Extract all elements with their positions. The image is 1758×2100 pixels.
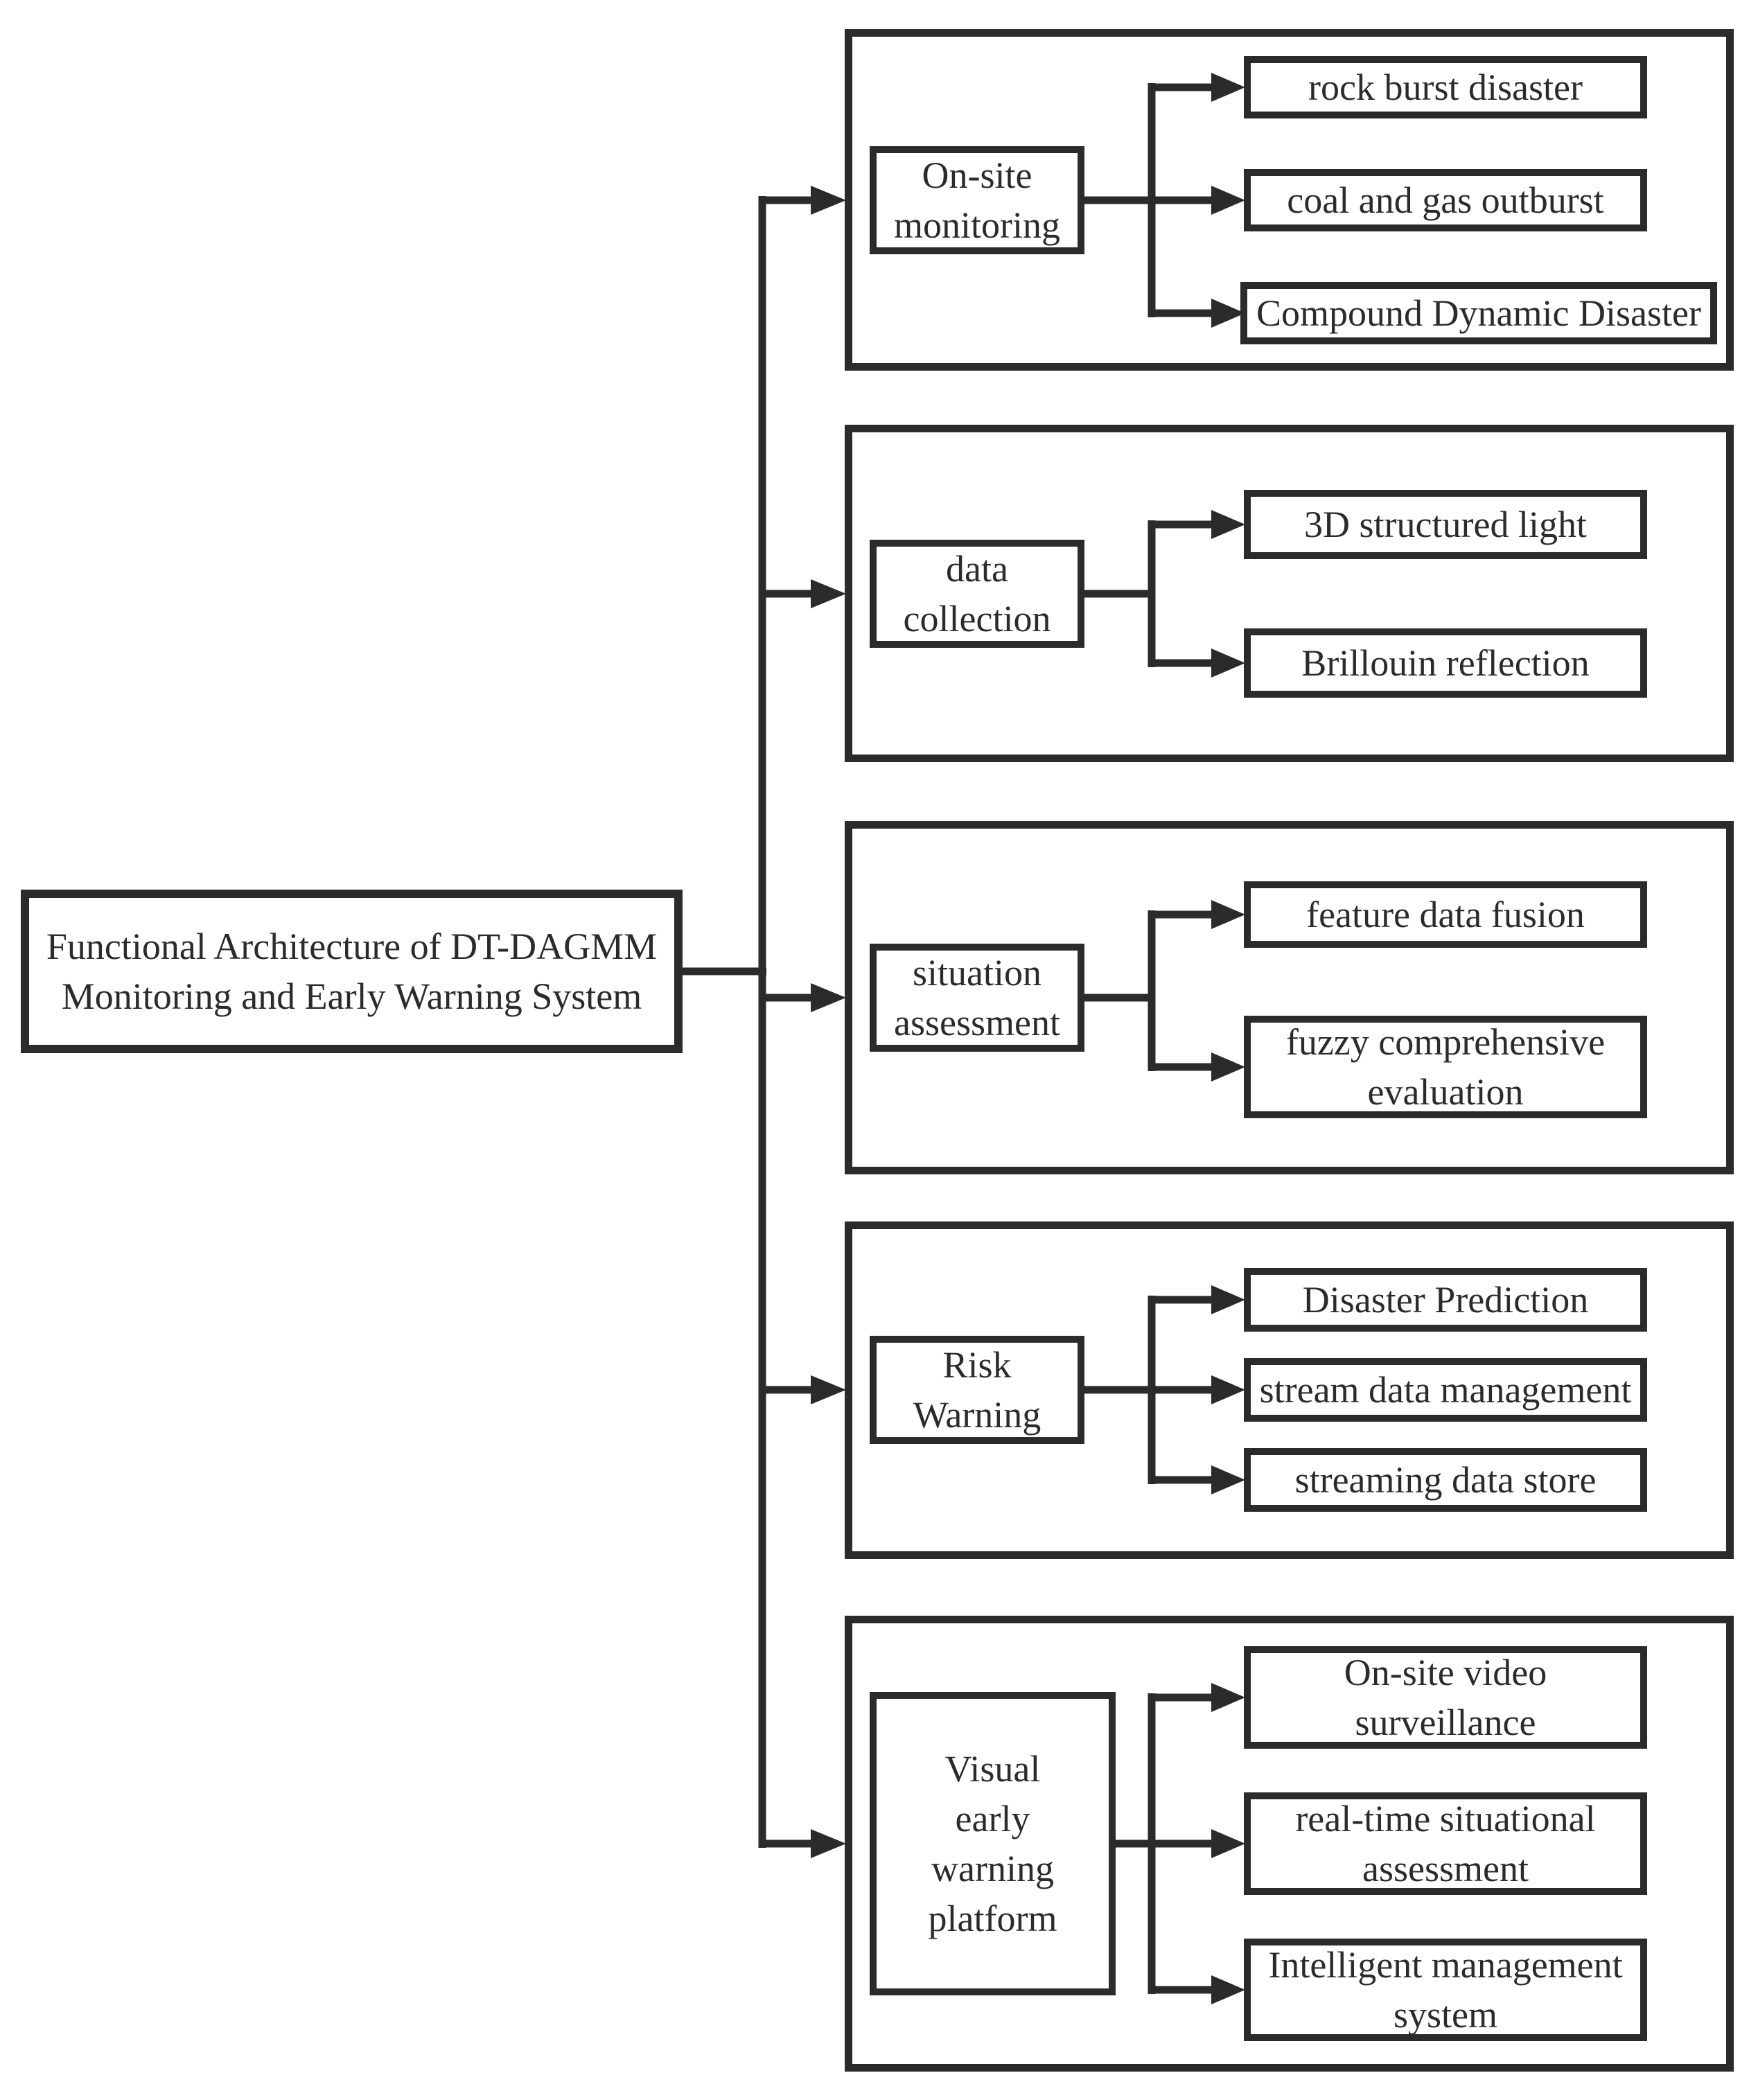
category-label-on-site-monitoring: On-site monitoring (894, 155, 1060, 246)
category-label-situation-assessment: situation assessment (894, 952, 1060, 1043)
child-arrow-g1-c1 (1211, 73, 1245, 102)
child-arrow-g3-c1 (1211, 900, 1245, 929)
child-label-streaming-data-store: streaming data store (1294, 1459, 1597, 1501)
category-label-visual-early-warning-platform: Visual early warning platform (928, 1748, 1057, 1939)
category-box-visual-early-warning-platform: Visual early warning platform (870, 1692, 1116, 1995)
child-box-on-site-video-surveillance: On-site video surveillance (1244, 1646, 1647, 1749)
child-label-stream-data-management: stream data management (1259, 1369, 1632, 1411)
branch-arrow-group-5 (811, 1829, 846, 1858)
child-box-streaming-data-store: streaming data store (1244, 1448, 1647, 1512)
child-label-coal-and-gas-outburst: coal and gas outburst (1287, 179, 1604, 221)
child-label-intelligent-management-system: Intelligent management system (1268, 1944, 1623, 2036)
child-label-3d-structured-light: 3D structured light (1304, 504, 1587, 545)
child-box-rock-burst-disaster: rock burst disaster (1244, 56, 1647, 118)
child-box-disaster-prediction: Disaster Prediction (1244, 1268, 1647, 1332)
child-box-compound-dynamic-disaster: Compound Dynamic Disaster (1240, 282, 1717, 344)
child-box-intelligent-management-system: Intelligent management system (1244, 1939, 1647, 2041)
child-arrow-g2-c1 (1211, 510, 1245, 539)
child-label-feature-data-fusion: feature data fusion (1306, 894, 1585, 935)
child-box-3d-structured-light: 3D structured light (1244, 490, 1647, 559)
child-label-real-time-situational-assessment: real-time situational assessment (1295, 1798, 1596, 1889)
branch-arrow-group-3 (811, 983, 846, 1012)
category-box-risk-warning: Risk Warning (870, 1336, 1084, 1444)
child-arrow-g5-c2 (1211, 1829, 1245, 1858)
child-arrow-g2-c2 (1211, 648, 1245, 678)
child-label-on-site-video-surveillance: On-site video surveillance (1344, 1652, 1547, 1743)
child-arrow-g5-c1 (1211, 1683, 1245, 1712)
category-label-risk-warning: Risk Warning (913, 1344, 1041, 1436)
root-node: Functional Architecture of DT-DAGMM Moni… (21, 890, 683, 1053)
category-label-data-collection: data collection (903, 548, 1051, 639)
child-arrow-g1-c2 (1211, 186, 1245, 215)
child-arrow-g4-c2 (1211, 1375, 1245, 1404)
child-label-compound-dynamic-disaster: Compound Dynamic Disaster (1256, 292, 1701, 334)
child-box-brillouin-reflection: Brillouin reflection (1244, 628, 1647, 698)
category-box-situation-assessment: situation assessment (870, 944, 1084, 1052)
child-box-fuzzy-comprehensive-evaluation: fuzzy comprehensive evaluation (1244, 1016, 1647, 1118)
category-box-data-collection: data collection (870, 540, 1084, 648)
child-arrow-g3-c2 (1211, 1052, 1245, 1082)
child-label-rock-burst-disaster: rock burst disaster (1308, 67, 1583, 108)
child-box-feature-data-fusion: feature data fusion (1244, 881, 1647, 948)
child-box-stream-data-management: stream data management (1244, 1358, 1647, 1422)
child-label-fuzzy-comprehensive-evaluation: fuzzy comprehensive evaluation (1285, 1021, 1606, 1113)
child-arrow-g5-c3 (1211, 1975, 1245, 2004)
category-box-on-site-monitoring: On-site monitoring (870, 146, 1084, 254)
child-box-real-time-situational-assessment: real-time situational assessment (1244, 1792, 1647, 1895)
child-arrow-g4-c1 (1211, 1285, 1245, 1314)
child-label-brillouin-reflection: Brillouin reflection (1301, 642, 1590, 684)
child-label-disaster-prediction: Disaster Prediction (1302, 1279, 1589, 1321)
child-box-coal-and-gas-outburst: coal and gas outburst (1244, 169, 1647, 231)
child-arrow-g1-c3 (1211, 299, 1245, 328)
branch-arrow-group-2 (811, 579, 846, 608)
root-node-label: Functional Architecture of DT-DAGMM Moni… (46, 926, 658, 1017)
child-arrow-g4-c3 (1211, 1465, 1245, 1494)
branch-arrow-group-4 (811, 1375, 846, 1404)
branch-arrow-group-1 (811, 186, 846, 215)
